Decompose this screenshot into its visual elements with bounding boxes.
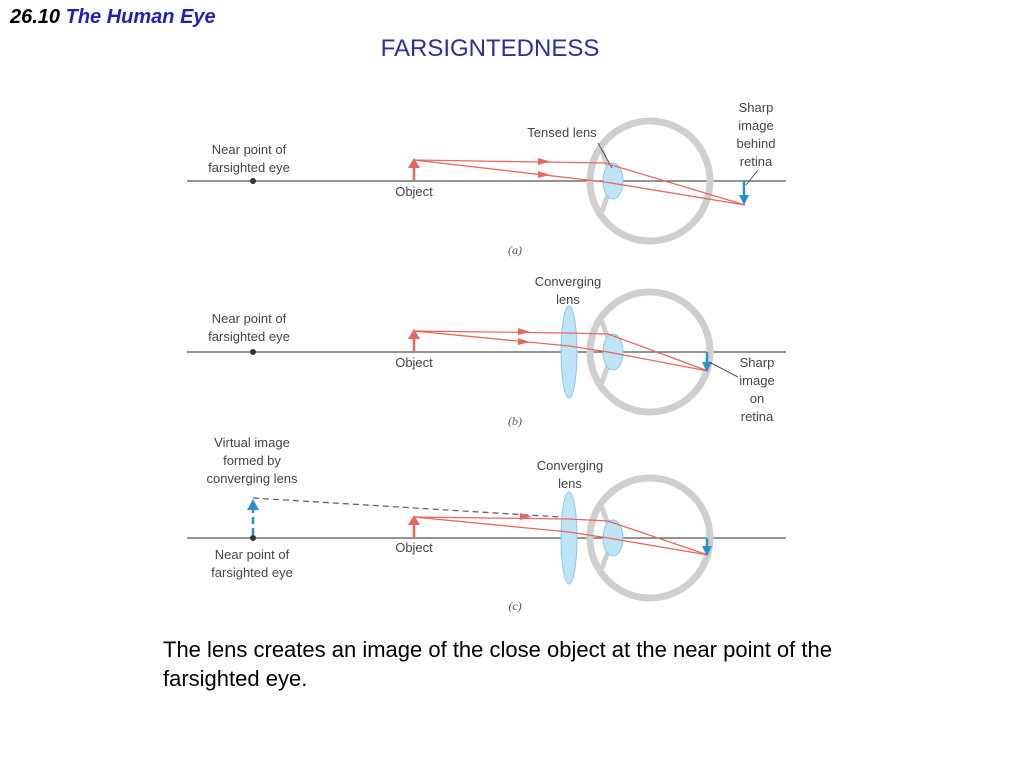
- ray-center: [413, 159, 746, 206]
- image-arrow-head: [702, 362, 712, 372]
- sharp-image-line1: Sharp: [739, 100, 774, 115]
- near-point-label-line1: Near point of: [212, 142, 287, 157]
- sharp-image-line2: image: [739, 373, 774, 388]
- converging-lens: [560, 491, 578, 585]
- eyeball: [586, 117, 714, 245]
- virtual-image-line3: converging lens: [206, 471, 298, 486]
- object-label: Object: [395, 540, 433, 555]
- eye-lens: [602, 519, 624, 557]
- slide-title: FARSIGNTEDNESS: [380, 35, 600, 62]
- sharp-image-line1: Sharp: [740, 355, 775, 370]
- sharp-image-line3: on: [750, 391, 764, 406]
- sharp-image-line4: retina: [741, 409, 774, 424]
- converging-label-line2: lens: [556, 292, 580, 307]
- ray-arrow-2: [518, 338, 530, 345]
- section-number: 26.10: [10, 6, 61, 28]
- ray-arrow-2: [538, 171, 550, 178]
- image-arrow-head: [739, 195, 749, 205]
- ray-arrow-1: [518, 328, 530, 335]
- converging-label-line1: Converging: [537, 458, 604, 473]
- converging-label-line2: lens: [558, 476, 582, 491]
- eye-lens: [602, 333, 624, 371]
- sharp-image-line2: image: [738, 118, 773, 133]
- eyeball: [586, 474, 714, 602]
- virtual-image-arrow-head: [247, 499, 259, 510]
- ray-center: [413, 330, 709, 372]
- virtual-image-line1: Virtual image: [214, 435, 290, 450]
- panel-c-label: (c): [508, 599, 521, 613]
- object-label: Object: [395, 184, 433, 199]
- near-point-label-line1: Near point of: [212, 311, 287, 326]
- panel-c: Virtual image formed by converging lens …: [187, 435, 786, 613]
- near-point-dot: [250, 178, 256, 184]
- virtual-image-line2: formed by: [223, 453, 281, 468]
- near-point-dot: [250, 349, 256, 355]
- tensed-lens-label: Tensed lens: [527, 125, 597, 140]
- sharp-image-pointer: [745, 169, 759, 186]
- near-point-label-line2: farsighted eye: [208, 160, 290, 175]
- near-point-label-line2: farsighted eye: [211, 565, 293, 580]
- ray-top: [413, 516, 709, 556]
- converging-label-line1: Converging: [535, 274, 602, 289]
- sharp-image-pointer: [708, 361, 739, 378]
- slide-caption: The lens creates an image of the close o…: [163, 637, 832, 691]
- object-arrow-head: [408, 329, 420, 339]
- eyeball: [586, 288, 714, 416]
- ray-top: [413, 159, 746, 206]
- ray-top: [413, 330, 709, 372]
- image-arrow-head: [702, 546, 712, 556]
- tensed-eye-lens: [602, 162, 624, 200]
- sharp-image-line3: behind: [736, 136, 775, 151]
- section-topic: The Human Eye: [65, 6, 216, 28]
- slide-header: 26.10 The Human Eye: [10, 6, 216, 29]
- object-label: Object: [395, 355, 433, 370]
- object-arrow-head: [408, 515, 420, 525]
- panel-b-label: (b): [508, 414, 522, 428]
- converging-lens: [560, 305, 578, 399]
- virtual-ray-extension: [252, 497, 561, 518]
- panel-a: Near point of farsighted eye Object Tens…: [187, 100, 786, 257]
- near-point-label-line1: Near point of: [215, 547, 290, 562]
- sharp-image-line4: retina: [740, 154, 773, 169]
- ray-center: [413, 516, 709, 556]
- near-point-label-line2: farsighted eye: [208, 329, 290, 344]
- ray-arrow-1: [520, 513, 532, 520]
- panel-b: Near point of farsighted eye Object Conv…: [187, 274, 786, 428]
- near-point-dot: [250, 535, 256, 541]
- panel-a-label: (a): [508, 243, 522, 257]
- ray-arrow-1: [538, 158, 550, 165]
- object-arrow-head: [408, 158, 420, 168]
